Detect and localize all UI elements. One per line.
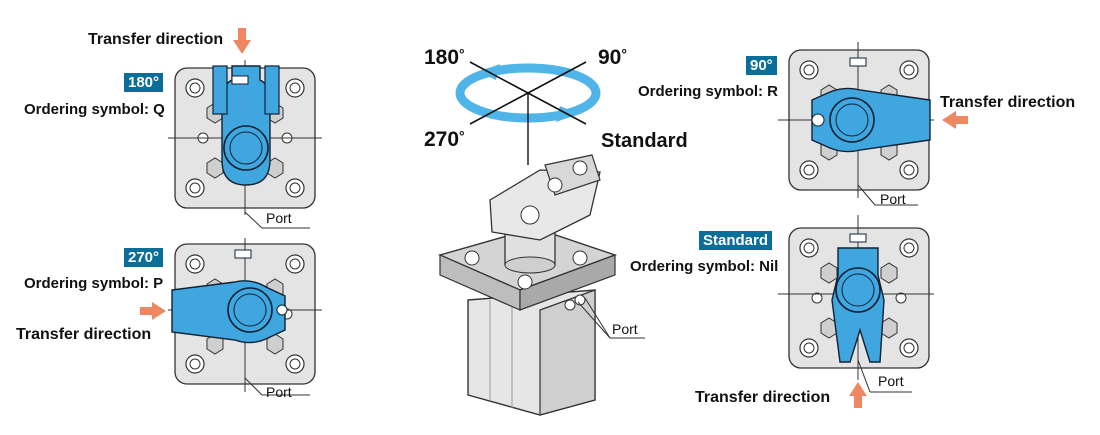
rotation-270-degree-mark: °: [459, 128, 465, 144]
ordering-symbol-r: Ordering symbol: R: [638, 83, 779, 100]
orientation-tag-270: 270°: [124, 248, 164, 267]
port-label-90: Port: [880, 191, 906, 207]
transfer-direction-label-180: Transfer direction: [88, 31, 224, 48]
view-standard: [778, 215, 934, 408]
ordering-symbol-nil: Ordering symbol: Nil: [630, 258, 779, 275]
port-label-center: Port: [612, 321, 638, 337]
rotation-90-degree-mark: °: [621, 46, 627, 62]
port-label-270: Port: [266, 384, 292, 400]
view-180: [168, 28, 322, 229]
transfer-arrow-180: [233, 28, 251, 54]
ordering-symbol-q: Ordering symbol: Q: [24, 101, 165, 118]
orientation-tag-90: 90°: [746, 56, 777, 75]
transfer-direction-label-270: Transfer direction: [16, 326, 152, 343]
rotation-label-90: 90°: [598, 47, 627, 68]
rotation-270-value: 270: [424, 128, 460, 151]
view-270: [140, 238, 322, 396]
rotation-180-degree-mark: °: [459, 46, 465, 62]
transfer-arrow-270: [140, 302, 166, 320]
port-label-180: Port: [266, 210, 292, 226]
ordering-symbol-p: Ordering symbol: P: [24, 275, 164, 292]
transfer-direction-label-90: Transfer direction: [940, 94, 1076, 111]
transfer-arrow-standard: [849, 382, 867, 408]
transfer-direction-label-standard: Transfer direction: [695, 389, 831, 406]
rotation-label-270: 270°: [424, 129, 465, 150]
rotation-label-180: 180°: [424, 47, 465, 68]
orientation-tag-standard: Standard: [699, 231, 773, 250]
transfer-arrow-90: [942, 111, 968, 129]
cylinder-body: [437, 154, 645, 416]
rotation-label-standard: Standard: [601, 130, 688, 152]
rotation-90-value: 90: [598, 46, 622, 69]
rotation-symbol: [455, 61, 601, 165]
view-90: [778, 42, 968, 206]
port-label-standard: Port: [878, 373, 904, 389]
rotation-180-value: 180: [424, 46, 460, 69]
orientation-tag-180: 180°: [124, 73, 164, 92]
